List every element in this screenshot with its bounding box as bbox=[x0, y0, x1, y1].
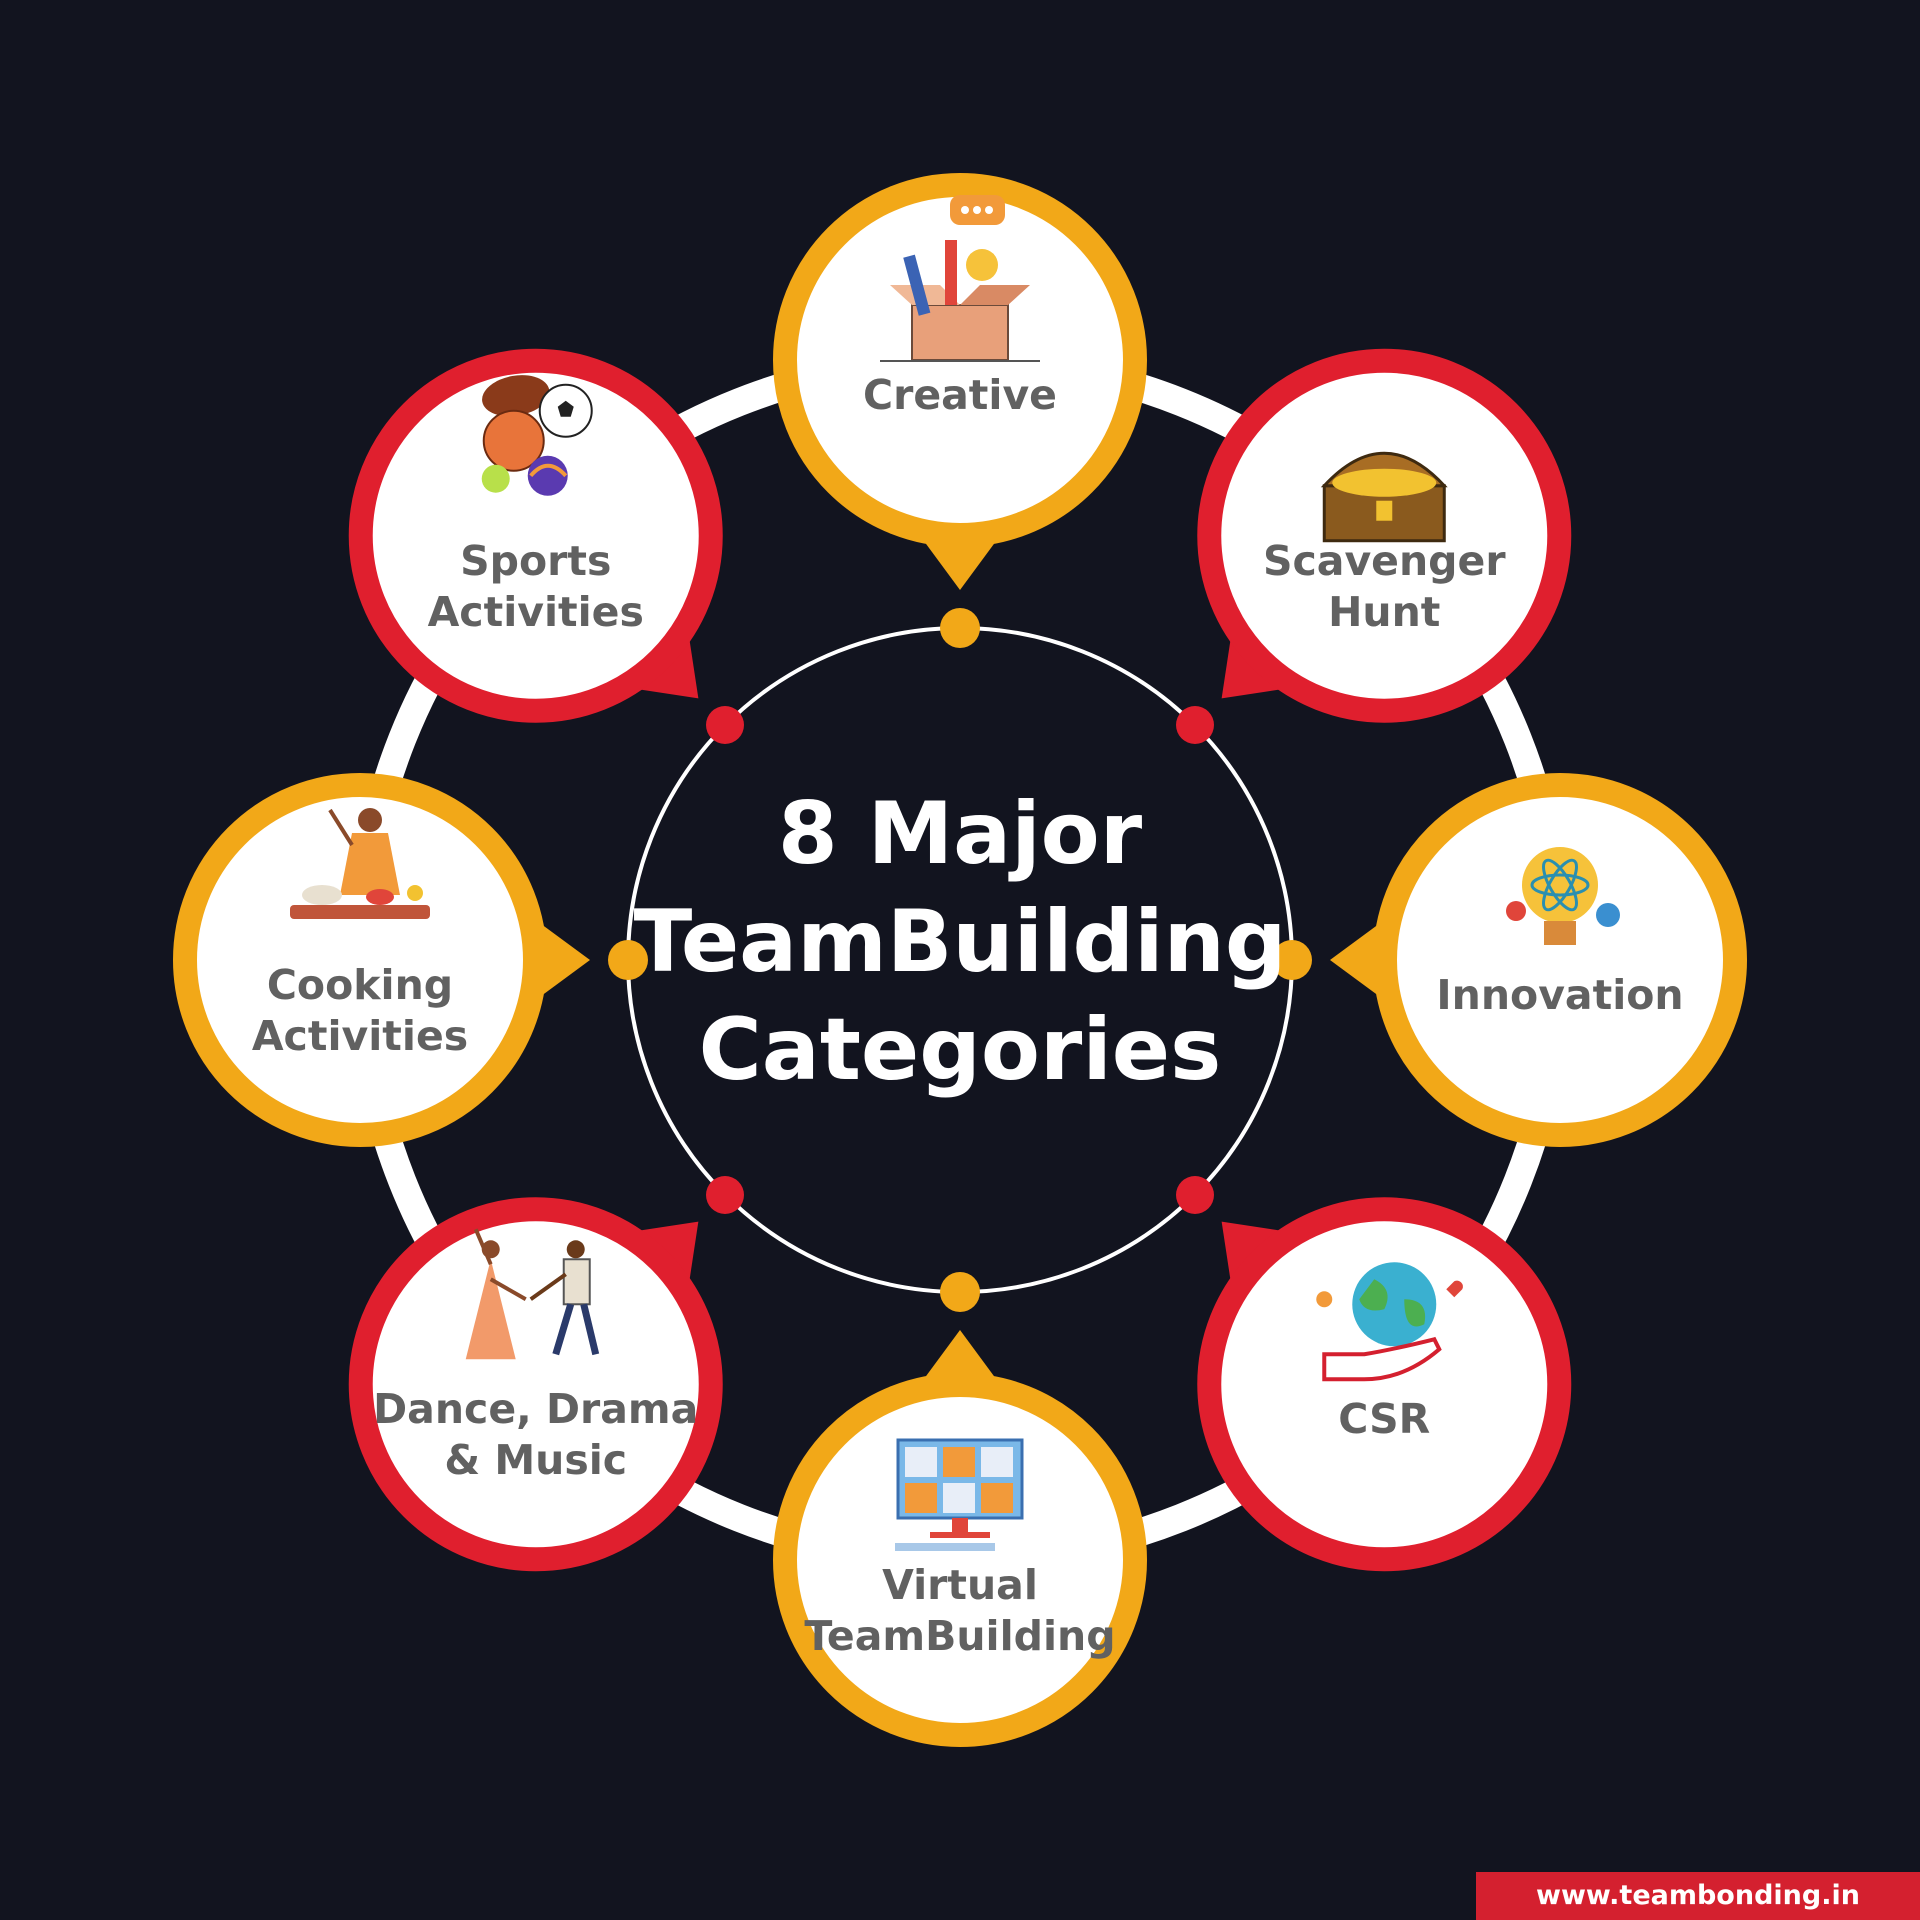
inner-dot-bottom-right bbox=[1176, 1176, 1214, 1214]
category-label-line: TeamBuilding bbox=[804, 1612, 1116, 1660]
category-node bbox=[348, 1197, 723, 1572]
category-node bbox=[773, 1330, 1147, 1747]
center-title-line-2: TeamBuilding bbox=[633, 892, 1287, 992]
creative-box-icon bbox=[880, 195, 1040, 362]
category-label-line: Hunt bbox=[1328, 587, 1441, 636]
treasure-chest-icon bbox=[1320, 451, 1448, 543]
category-node bbox=[1330, 773, 1747, 1147]
center-title: 8 Major TeamBuilding Categories bbox=[610, 780, 1310, 1104]
inner-dot-top bbox=[940, 608, 980, 648]
category-label-line: Activities bbox=[427, 587, 644, 636]
category-node bbox=[1197, 348, 1572, 723]
category-label-line: Virtual bbox=[882, 1561, 1038, 1609]
inner-dot-right bbox=[1272, 940, 1312, 980]
category-label-line: Scavenger bbox=[1262, 536, 1506, 585]
inner-dot-bottom bbox=[940, 1272, 980, 1312]
inner-dots bbox=[608, 608, 1312, 1312]
inner-dot-left bbox=[608, 940, 648, 980]
node-ring bbox=[773, 1373, 1147, 1747]
inner-dot-top-right bbox=[1176, 706, 1214, 744]
center-title-line-3: Categories bbox=[698, 1000, 1222, 1100]
category-label-line: Dance, Drama bbox=[373, 1385, 699, 1434]
node-ring bbox=[1373, 773, 1747, 1147]
video-call-monitor-icon bbox=[895, 1438, 1024, 1551]
dancing-couple-icon bbox=[465, 1228, 600, 1360]
category-node bbox=[173, 773, 590, 1147]
category-label-line: CSR bbox=[1338, 1395, 1431, 1444]
category-label-line: & Music bbox=[444, 1436, 628, 1485]
category-label-line: Innovation bbox=[1436, 971, 1684, 1019]
node-ring bbox=[1197, 1197, 1572, 1572]
footer-url[interactable]: www.teambonding.in bbox=[1476, 1872, 1920, 1920]
category-label-line: Creative bbox=[863, 371, 1057, 419]
category-node bbox=[1197, 1197, 1572, 1572]
center-title-line-1: 8 Major bbox=[777, 784, 1143, 884]
category-label-line: Activities bbox=[251, 1012, 469, 1060]
category-label: Innovation bbox=[1436, 970, 1683, 1021]
category-label-line: Sports bbox=[460, 536, 612, 585]
category-label: Creative bbox=[863, 370, 1057, 421]
node-ring bbox=[173, 773, 547, 1147]
lightbulb-atom-icon bbox=[1506, 847, 1620, 945]
node-ring bbox=[348, 348, 723, 723]
inner-dot-top-left bbox=[706, 706, 744, 744]
category-label: CSR bbox=[1338, 1394, 1430, 1445]
inner-dot-bottom-left bbox=[706, 1176, 744, 1214]
sports-balls-icon bbox=[481, 375, 593, 496]
category-label-line: Cooking bbox=[266, 961, 454, 1009]
category-node bbox=[773, 173, 1147, 590]
globe-hand-icon bbox=[1316, 1262, 1463, 1382]
node-ring bbox=[348, 1197, 723, 1572]
chef-cooking-icon bbox=[290, 808, 430, 919]
category-node bbox=[348, 348, 723, 723]
category-label: Dance, Drama& Music bbox=[373, 1384, 698, 1486]
category-nodes bbox=[173, 173, 1747, 1747]
